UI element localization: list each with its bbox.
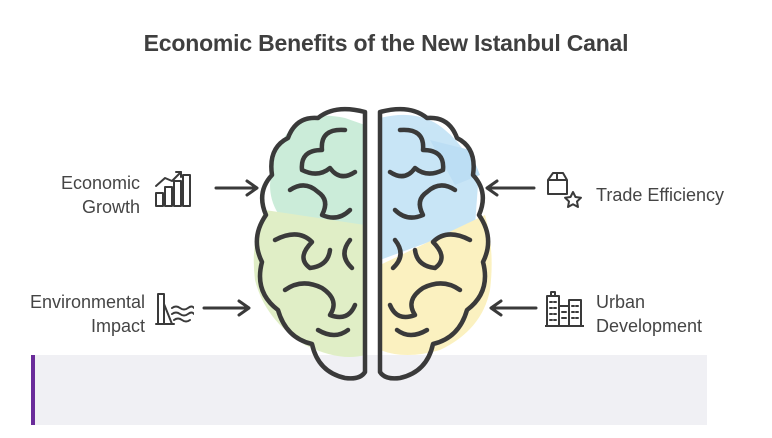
left-gyrus-6 [315, 327, 351, 338]
box-star-icon [545, 170, 585, 210]
urban-development-line2: Development [596, 316, 703, 336]
right-gyrus-1 [387, 127, 446, 179]
footer-panel [31, 355, 707, 425]
arrow-economic-growth [214, 179, 259, 197]
arrow-urban-development [489, 299, 538, 317]
urban-development-label: Urban Development [596, 290, 766, 338]
left-gyrus-1 [299, 127, 358, 179]
blue-wash-2 [430, 140, 480, 185]
environmental-impact-line2: Impact [90, 316, 145, 336]
environmental-impact-line1: Environmental [29, 292, 145, 312]
page-title: Economic Benefits of the New Istanbul Ca… [143, 30, 629, 56]
economic-growth-line2: Growth [81, 197, 140, 217]
left-gyrus-2 [287, 183, 353, 220]
economic-growth-label: Economic Growth [20, 171, 140, 219]
left-gyrus-5 [342, 237, 355, 271]
right-hemisphere-outline [377, 106, 491, 381]
right-gyrus-6 [394, 327, 430, 338]
arrow-trade-efficiency [485, 179, 536, 197]
city-buildings-icon [544, 290, 586, 328]
left-hemisphere-outline [254, 106, 368, 381]
right-gyrus-4 [387, 281, 463, 320]
bar-chart-growth-icon [153, 169, 193, 209]
trade-efficiency-label: Trade Efficiency [596, 183, 766, 207]
factory-water-icon [154, 290, 194, 328]
urban-development-line1: Urban [596, 292, 646, 312]
trade-efficiency-line1: Trade Efficiency [596, 185, 725, 205]
right-gyrus-3 [412, 232, 473, 271]
footer-accent-bar [31, 355, 35, 425]
arrow-environmental-impact [202, 299, 251, 317]
environmental-impact-label: Environmental Impact [5, 290, 145, 338]
left-gyrus-4 [282, 281, 358, 320]
left-gyrus-3 [272, 232, 333, 271]
right-gyrus-2 [392, 183, 458, 220]
economic-growth-line1: Economic [60, 173, 140, 193]
right-gyrus-5 [390, 237, 403, 271]
